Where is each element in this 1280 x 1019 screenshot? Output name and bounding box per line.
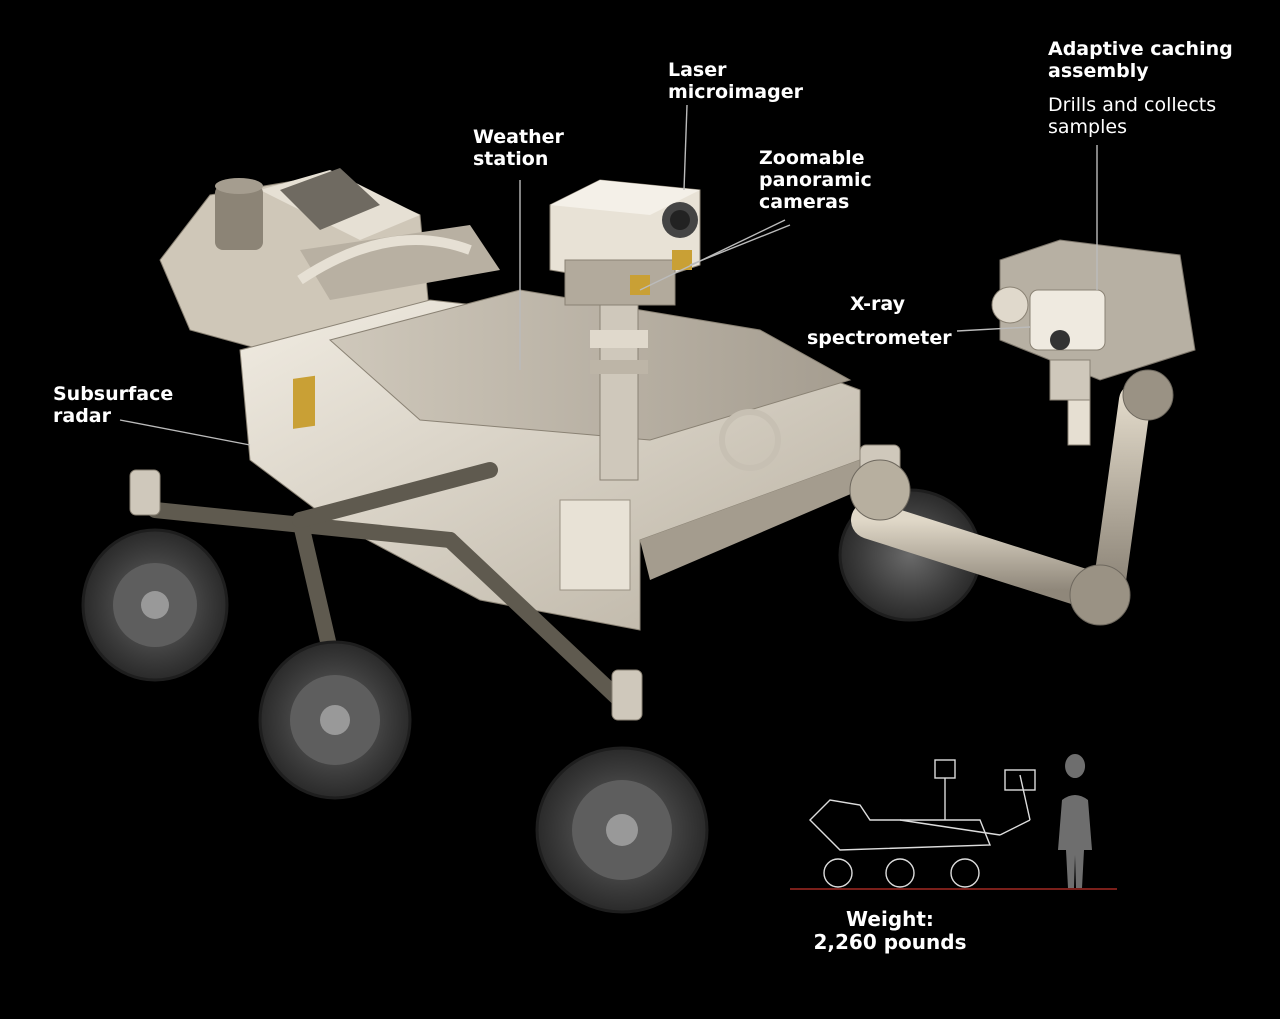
xray-spectrometer-label: X-ray spectrometer	[807, 287, 952, 355]
weight-caption: Weight: 2,260 pounds	[770, 908, 1010, 954]
adaptive-caching-label: Adaptive caching assembly	[1048, 38, 1233, 82]
weight-title: Weight:	[846, 907, 934, 931]
wheel-rear-left	[535, 746, 709, 914]
subsurface-radar-line-2: radar	[53, 405, 111, 427]
suspension	[147, 462, 628, 708]
adaptive-caching-desc-line-2: samples	[1048, 116, 1127, 138]
wheel-middle-left	[258, 640, 412, 800]
adaptive-caching-description: Drills and collects samples	[1048, 94, 1216, 138]
remote-sensing-mast	[549, 179, 701, 481]
zoomable-cameras-line-2: panoramic	[759, 169, 872, 191]
scale-comparison	[790, 754, 1117, 890]
weather-station-line-2: station	[473, 148, 549, 170]
adaptive-caching-line-2: assembly	[1048, 60, 1149, 82]
rtg-housing	[159, 168, 431, 361]
laser-microimager-label: Laser microimager	[668, 59, 803, 103]
leader-lines	[119, 104, 1098, 446]
rover-outline-icon	[809, 759, 1036, 888]
weather-station-line-1: Weather	[473, 126, 564, 148]
rover-body	[239, 225, 861, 631]
adaptive-caching-desc-line-1: Drills and collects	[1048, 94, 1217, 116]
human-silhouette-icon	[1058, 754, 1092, 888]
zoomable-cameras-line-3: cameras	[759, 191, 850, 213]
subsurface-radar-label: Subsurface radar	[53, 383, 173, 427]
robotic-arm	[849, 369, 1174, 626]
xray-spectrometer-line-1: X-ray	[850, 293, 905, 315]
zoomable-cameras-line-1: Zoomable	[759, 147, 865, 169]
laser-microimager-line-2: microimager	[668, 81, 803, 103]
laser-microimager-line-1: Laser	[668, 59, 727, 81]
zoomable-cameras-label: Zoomable panoramic cameras	[759, 147, 872, 213]
adaptive-caching-line-1: Adaptive caching	[1048, 38, 1233, 60]
wheel-front-left	[81, 528, 229, 682]
weather-station-label: Weather station	[473, 126, 564, 170]
weight-value: 2,260 pounds	[813, 930, 967, 954]
arm-turret	[991, 239, 1196, 446]
xray-spectrometer-line-2: spectrometer	[807, 327, 952, 349]
subsurface-radar-line-1: Subsurface	[53, 383, 174, 405]
